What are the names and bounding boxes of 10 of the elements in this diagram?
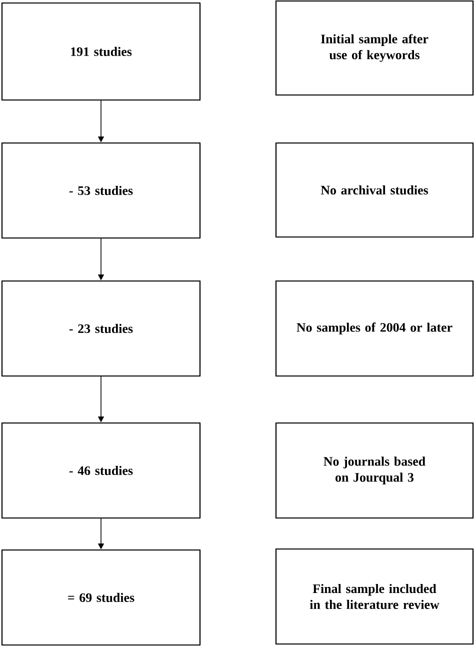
count-box: - 23 studies bbox=[1, 280, 201, 377]
description-box: Initial sample after use of keywords bbox=[275, 0, 474, 96]
count-box: 191 studies bbox=[1, 2, 201, 101]
description-box: No samples of 2004 or later bbox=[275, 280, 474, 377]
count-box: - 46 studies bbox=[1, 422, 201, 519]
count-box: = 69 studies bbox=[1, 549, 201, 646]
count-box: - 53 studies bbox=[1, 142, 201, 239]
description-box: Final sample included in the literature review bbox=[275, 548, 474, 645]
description-box: No journals based on Jourqual 3 bbox=[275, 422, 474, 519]
description-box: No archival studies bbox=[275, 142, 474, 238]
